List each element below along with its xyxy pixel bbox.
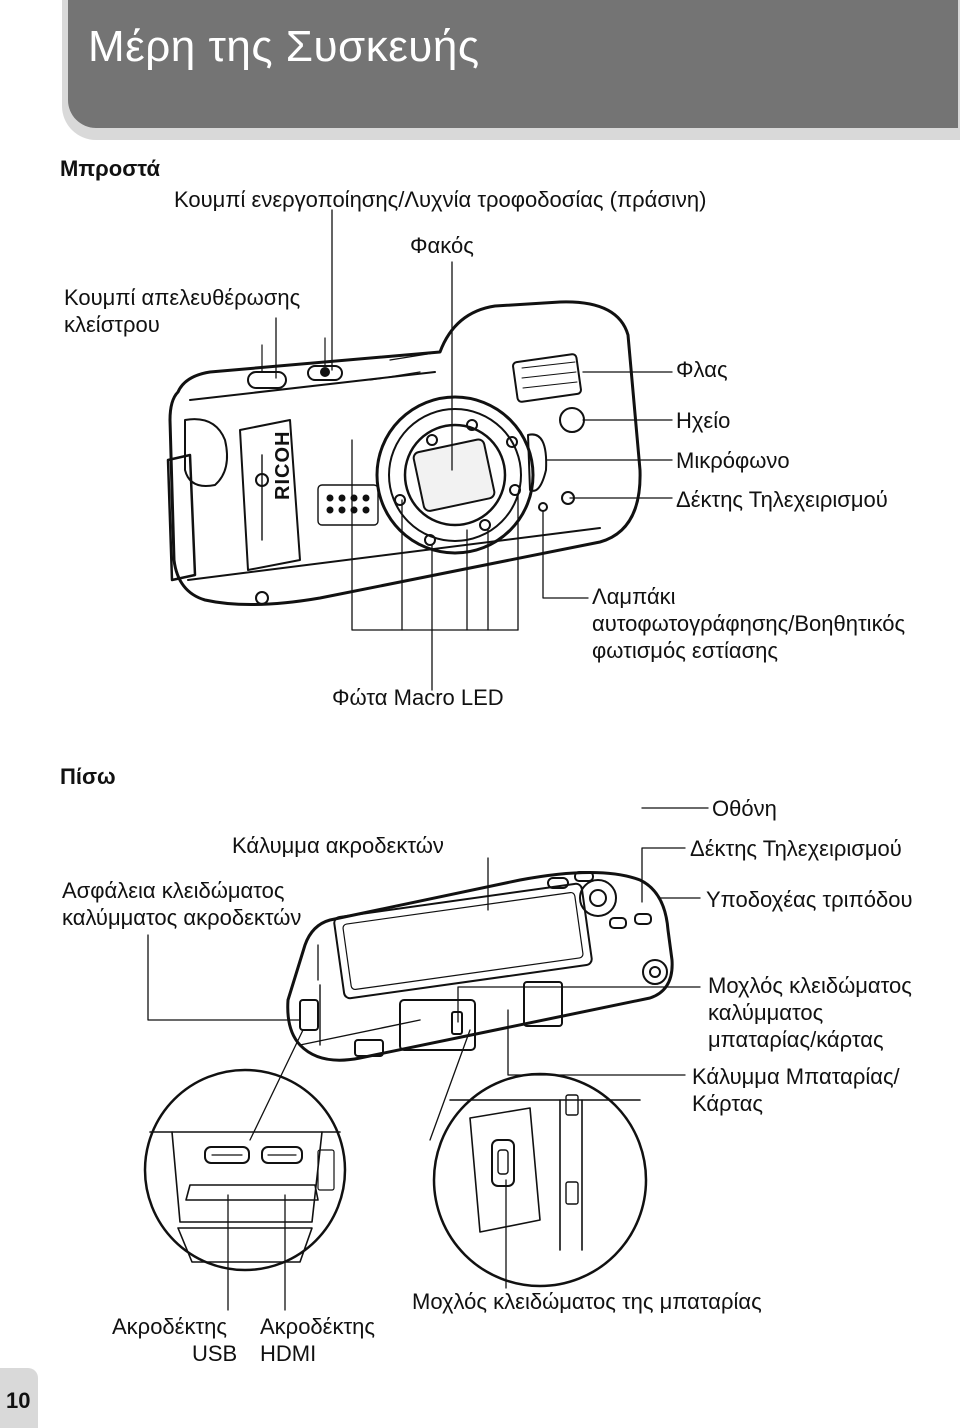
ricoh-logo: RICOH [272,430,294,500]
front-remote-receiver-label: Δέκτης Τηλεχειρισμού [676,487,888,512]
tripod-socket-label: Υποδοχέας τριπόδου [706,887,913,912]
hdmi-label-1: Ακροδέκτης [260,1314,376,1339]
battery-cover-lock-label-1: Μοχλός κλειδώματος [708,973,912,998]
battery-lock-lever-label: Μοχλός κλειδώματος της μπαταρίας [412,1289,762,1314]
shutter-release-label-1: Κουμπί απελευθέρωσης [64,285,301,310]
terminal-lock-label-2: καλύμματος ακροδεκτών [62,905,302,930]
battery-cover-lock-label-2: καλύμματος [708,1000,824,1025]
battery-detail-circle [432,1072,648,1288]
self-timer-label-1: Λαμπάκι [592,584,676,609]
back-heading: Πίσω [60,764,116,789]
battery-cover-label-2: Κάρτας [692,1091,764,1116]
power-button-label: Κουμπί ενεργοποίησης/Λυχνία τροφοδοσίας … [174,187,707,212]
back-camera-drawing [286,871,674,1062]
self-timer-label-2: αυτοφωτογράφησης/Βοηθητικός [592,611,906,636]
macro-led-label: Φώτα Macro LED [332,685,504,710]
terminal-lock-label-1: Ασφάλεια κλειδώματος [62,878,285,903]
monitor-label: Οθόνη [712,796,777,821]
speaker-label: Ηχείο [676,408,731,433]
battery-cover-label-1: Κάλυμμα Μπαταρίας/ [692,1064,900,1089]
header-bar [68,0,958,128]
hdmi-label-2: HDMI [260,1341,317,1366]
usb-label-1: Ακροδέκτης [112,1314,228,1339]
shutter-release-label-2: κλείστρου [64,312,160,337]
microphone-label: Μικρόφωνο [676,448,790,473]
page-number: 10 [6,1388,31,1413]
flash-label: Φλας [676,357,728,382]
lens-label: Φακός [410,233,474,258]
back-callout-lines [147,807,709,1311]
terminal-cover-label: Κάλυμμα ακροδεκτών [232,833,444,858]
back-remote-receiver-label: Δέκτης Τηλεχειρισμού [690,836,902,861]
front-heading: Μπροστά [60,156,160,181]
front-camera-drawing [166,300,642,607]
usb-hdmi-detail-circle [143,1068,347,1272]
page-number-tab: 10 [0,1368,38,1428]
self-timer-label-3: φωτισμός εστίασης [592,638,779,663]
battery-cover-lock-label-3: μπαταρίας/κάρτας [708,1027,884,1052]
front-callout-lines [275,209,673,691]
page-title: Μέρη της Συσκευής [88,22,480,71]
usb-label-2: USB [192,1341,238,1366]
